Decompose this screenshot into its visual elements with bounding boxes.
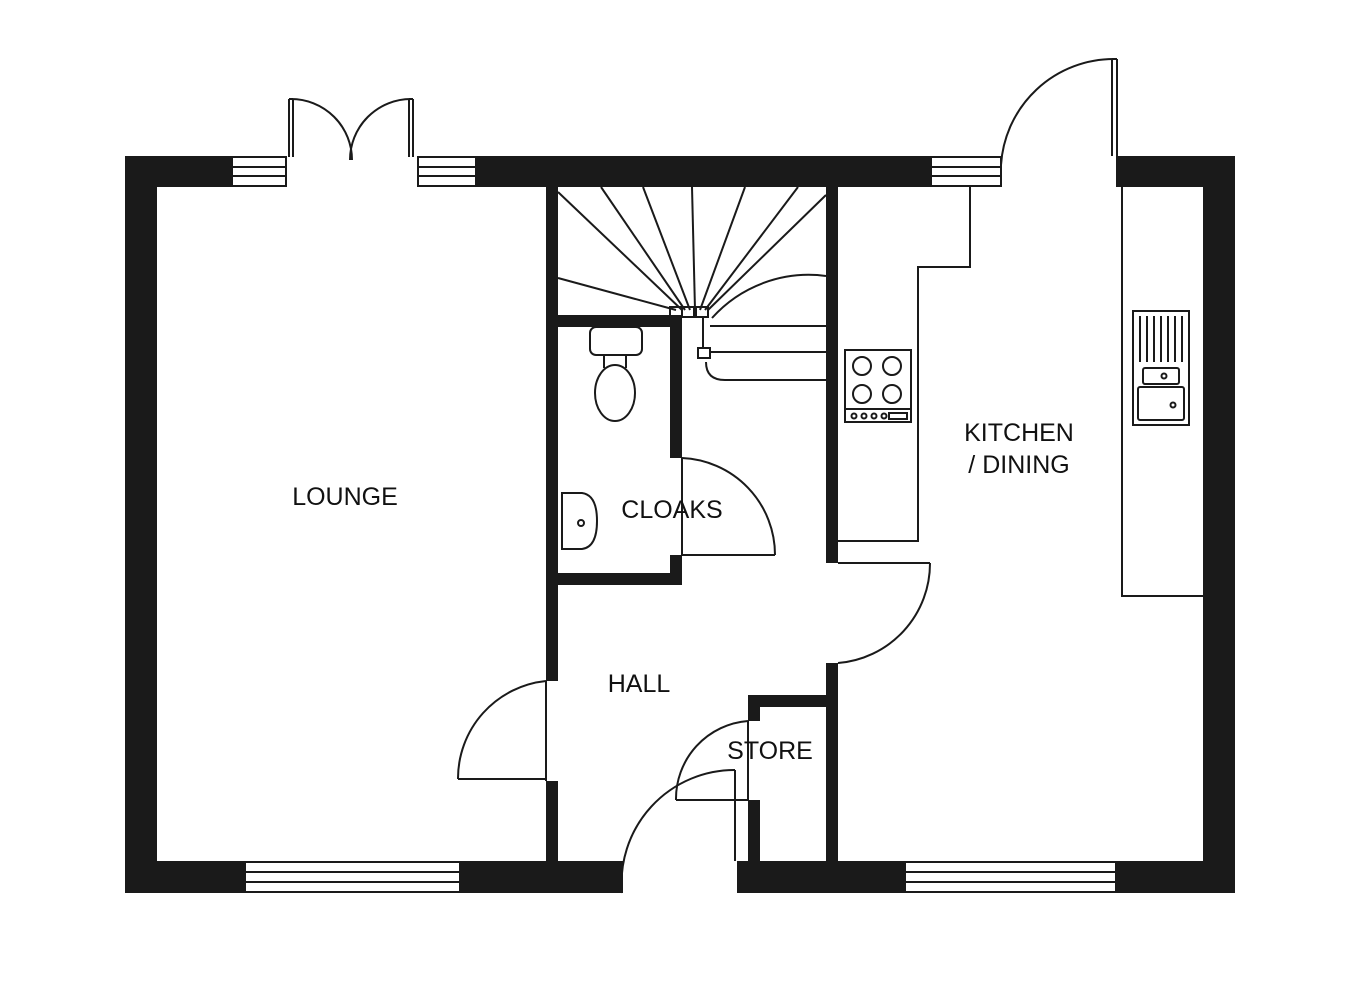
basin-cloaks <box>561 492 599 550</box>
toilet <box>589 326 643 422</box>
room-label-lounge: LOUNGE <box>292 483 398 511</box>
doors <box>288 57 1118 894</box>
kitchen-sink <box>1132 310 1190 426</box>
window-lounge-top-right <box>417 156 477 187</box>
window-kitchen-top <box>930 156 1002 187</box>
door-kitchen-back <box>1000 57 1118 166</box>
room-label-hall: HALL <box>608 670 671 698</box>
kitchen-units <box>838 187 1203 597</box>
window-lounge-top-left <box>231 156 287 187</box>
door-lounge <box>456 680 547 781</box>
room-label-kitchen: KITCHEN <box>964 419 1074 447</box>
window-kitchen-bottom <box>904 861 1117 893</box>
door-front <box>620 768 736 894</box>
external-walls <box>125 156 1235 893</box>
windows <box>231 156 1117 893</box>
internal-walls <box>546 187 838 861</box>
staircase <box>557 186 827 381</box>
room-label-store: STORE <box>727 737 813 765</box>
window-lounge-bottom <box>244 861 461 893</box>
room-label-cloaks: CLOAKS <box>621 496 722 524</box>
hob <box>844 349 912 423</box>
door-store <box>674 720 749 801</box>
room-labels: LOUNGE CLOAKS HALL STORE KITCHEN / DININ… <box>292 419 1074 765</box>
door-kitchen <box>837 562 932 664</box>
french-doors-lounge <box>288 98 414 161</box>
door-cloaks <box>681 457 777 556</box>
room-label-dining: / DINING <box>968 451 1069 479</box>
